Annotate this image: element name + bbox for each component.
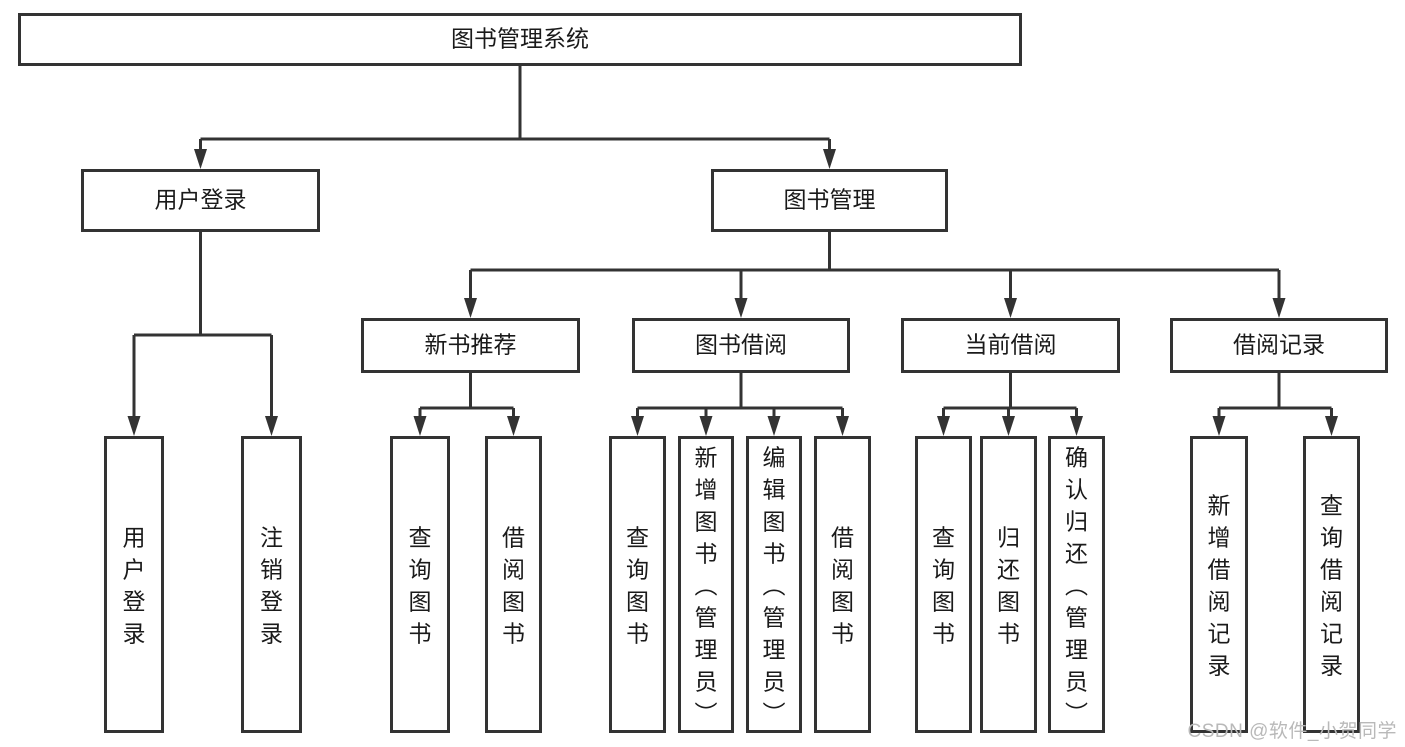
node-box-leaf-borrow-book-rec[interactable]: [485, 436, 542, 733]
node-box-borrow-record[interactable]: [1170, 318, 1388, 373]
node-box-leaf-query-book-rec[interactable]: [390, 436, 450, 733]
node-box-leaf-return-book[interactable]: [980, 436, 1037, 733]
node-label-leaf-query-book-rec: 查询图书: [409, 525, 432, 647]
arrow-head-book-manage: [823, 149, 836, 169]
edge-book-borrow: [631, 373, 849, 436]
edge-borrow-record: [1212, 373, 1338, 436]
node-box-book-borrow[interactable]: [632, 318, 850, 373]
arrow-head-leaf-borrow-book: [836, 416, 849, 436]
connector-layer: [127, 66, 1338, 436]
node-box-leaf-query-book-borrow[interactable]: [609, 436, 666, 733]
edge-book-manage: [464, 232, 1286, 318]
node-leaf-query-book-current[interactable]: 查询图书: [915, 436, 972, 733]
arrow-head-new-book-recommend: [464, 298, 477, 318]
node-label-leaf-borrow-book: 借阅图书: [831, 525, 854, 647]
node-box-leaf-borrow-book[interactable]: [814, 436, 871, 733]
node-new-book-recommend[interactable]: 新书推荐: [361, 318, 580, 373]
arrow-head-leaf-borrow-book-rec: [507, 416, 520, 436]
node-label-leaf-user-login: 用户登录: [123, 525, 146, 647]
node-box-user-login[interactable]: [81, 169, 320, 232]
node-box-leaf-user-login[interactable]: [104, 436, 164, 733]
node-label-leaf-query-book-borrow: 查询图书: [626, 525, 649, 647]
node-box-new-book-recommend[interactable]: [361, 318, 580, 373]
node-layer: 图书管理系统用户登录图书管理新书推荐图书借阅当前借阅借阅记录用户登录注销登录查询…: [18, 13, 1388, 733]
node-label-leaf-edit-book-admin: 编辑图书︵管理员︶: [763, 445, 786, 727]
node-box-leaf-add-borrow-record[interactable]: [1190, 436, 1248, 733]
node-label-leaf-add-book-admin: 新增图书︵管理员︶: [695, 445, 718, 727]
node-leaf-add-borrow-record[interactable]: 新增借阅记录: [1190, 436, 1248, 733]
csdn-watermark: CSDN @软件_小贺同学: [1187, 721, 1397, 742]
arrow-head-leaf-query-book-borrow: [631, 416, 644, 436]
node-root[interactable]: 图书管理系统: [18, 13, 1022, 66]
node-leaf-query-borrow-record[interactable]: 查询借阅记录: [1303, 436, 1360, 733]
node-label-leaf-confirm-return-admin: 确认归还︵管理员︶: [1065, 445, 1088, 727]
node-book-manage[interactable]: 图书管理: [711, 169, 948, 232]
arrow-head-book-borrow: [734, 298, 748, 318]
node-box-leaf-edit-book-admin[interactable]: [746, 436, 802, 733]
arrow-head-leaf-edit-book-admin: [767, 416, 781, 436]
node-label-leaf-borrow-book-rec: 借阅图书: [502, 525, 525, 647]
node-label-current-borrow: 当前借阅: [965, 332, 1057, 358]
node-leaf-borrow-book-rec[interactable]: 借阅图书: [485, 436, 542, 733]
node-box-leaf-query-book-current[interactable]: [915, 436, 972, 733]
node-user-login[interactable]: 用户登录: [81, 169, 320, 232]
arrow-head-leaf-logout: [265, 416, 278, 436]
arrow-head-leaf-confirm-return-admin: [1070, 416, 1083, 436]
node-leaf-borrow-book[interactable]: 借阅图书: [814, 436, 871, 733]
arrow-head-leaf-return-book: [1002, 416, 1015, 436]
node-leaf-logout[interactable]: 注销登录: [241, 436, 302, 733]
node-leaf-user-login[interactable]: 用户登录: [104, 436, 164, 733]
node-leaf-return-book[interactable]: 归还图书: [980, 436, 1037, 733]
arrow-head-borrow-record: [1272, 298, 1286, 318]
node-label-user-login: 用户登录: [155, 187, 247, 213]
node-borrow-record[interactable]: 借阅记录: [1170, 318, 1388, 373]
node-box-book-manage[interactable]: [711, 169, 948, 232]
arrow-head-leaf-query-borrow-record: [1325, 416, 1338, 436]
node-label-leaf-add-borrow-record: 新增借阅记录: [1208, 493, 1231, 679]
node-label-leaf-query-borrow-record: 查询借阅记录: [1320, 493, 1343, 679]
node-label-book-manage: 图书管理: [784, 187, 876, 213]
node-box-root[interactable]: [18, 13, 1022, 66]
node-leaf-confirm-return-admin[interactable]: 确认归还︵管理员︶: [1048, 436, 1105, 733]
node-book-borrow[interactable]: 图书借阅: [632, 318, 850, 373]
node-current-borrow[interactable]: 当前借阅: [901, 318, 1120, 373]
node-box-leaf-add-book-admin[interactable]: [678, 436, 734, 733]
node-label-leaf-query-book-current: 查询图书: [932, 525, 955, 647]
node-label-new-book-recommend: 新书推荐: [425, 332, 517, 358]
node-label-book-borrow: 图书借阅: [695, 332, 787, 358]
arrow-head-leaf-add-borrow-record: [1212, 416, 1226, 436]
node-label-leaf-logout: 注销登录: [260, 525, 283, 647]
node-leaf-edit-book-admin[interactable]: 编辑图书︵管理员︶: [746, 436, 802, 733]
arrow-head-leaf-add-book-admin: [699, 416, 713, 436]
node-label-leaf-return-book: 归还图书: [997, 525, 1020, 647]
edge-current-borrow: [937, 373, 1083, 436]
node-box-leaf-logout[interactable]: [241, 436, 302, 733]
node-box-current-borrow[interactable]: [901, 318, 1120, 373]
node-box-leaf-confirm-return-admin[interactable]: [1048, 436, 1105, 733]
arrow-head-leaf-user-login: [127, 416, 141, 436]
edge-new-book-recommend: [413, 373, 520, 436]
node-box-leaf-query-borrow-record[interactable]: [1303, 436, 1360, 733]
arrow-head-leaf-query-book-rec: [413, 416, 427, 436]
node-label-root: 图书管理系统: [451, 26, 589, 52]
node-leaf-query-book-rec[interactable]: 查询图书: [390, 436, 450, 733]
node-leaf-query-book-borrow[interactable]: 查询图书: [609, 436, 666, 733]
edge-root: [194, 66, 836, 169]
node-leaf-add-book-admin[interactable]: 新增图书︵管理员︶: [678, 436, 734, 733]
node-label-borrow-record: 借阅记录: [1233, 332, 1325, 358]
edge-user-login: [127, 232, 278, 436]
arrow-head-current-borrow: [1004, 298, 1017, 318]
arrow-head-user-login: [194, 149, 207, 169]
arrow-head-leaf-query-book-current: [937, 416, 950, 436]
